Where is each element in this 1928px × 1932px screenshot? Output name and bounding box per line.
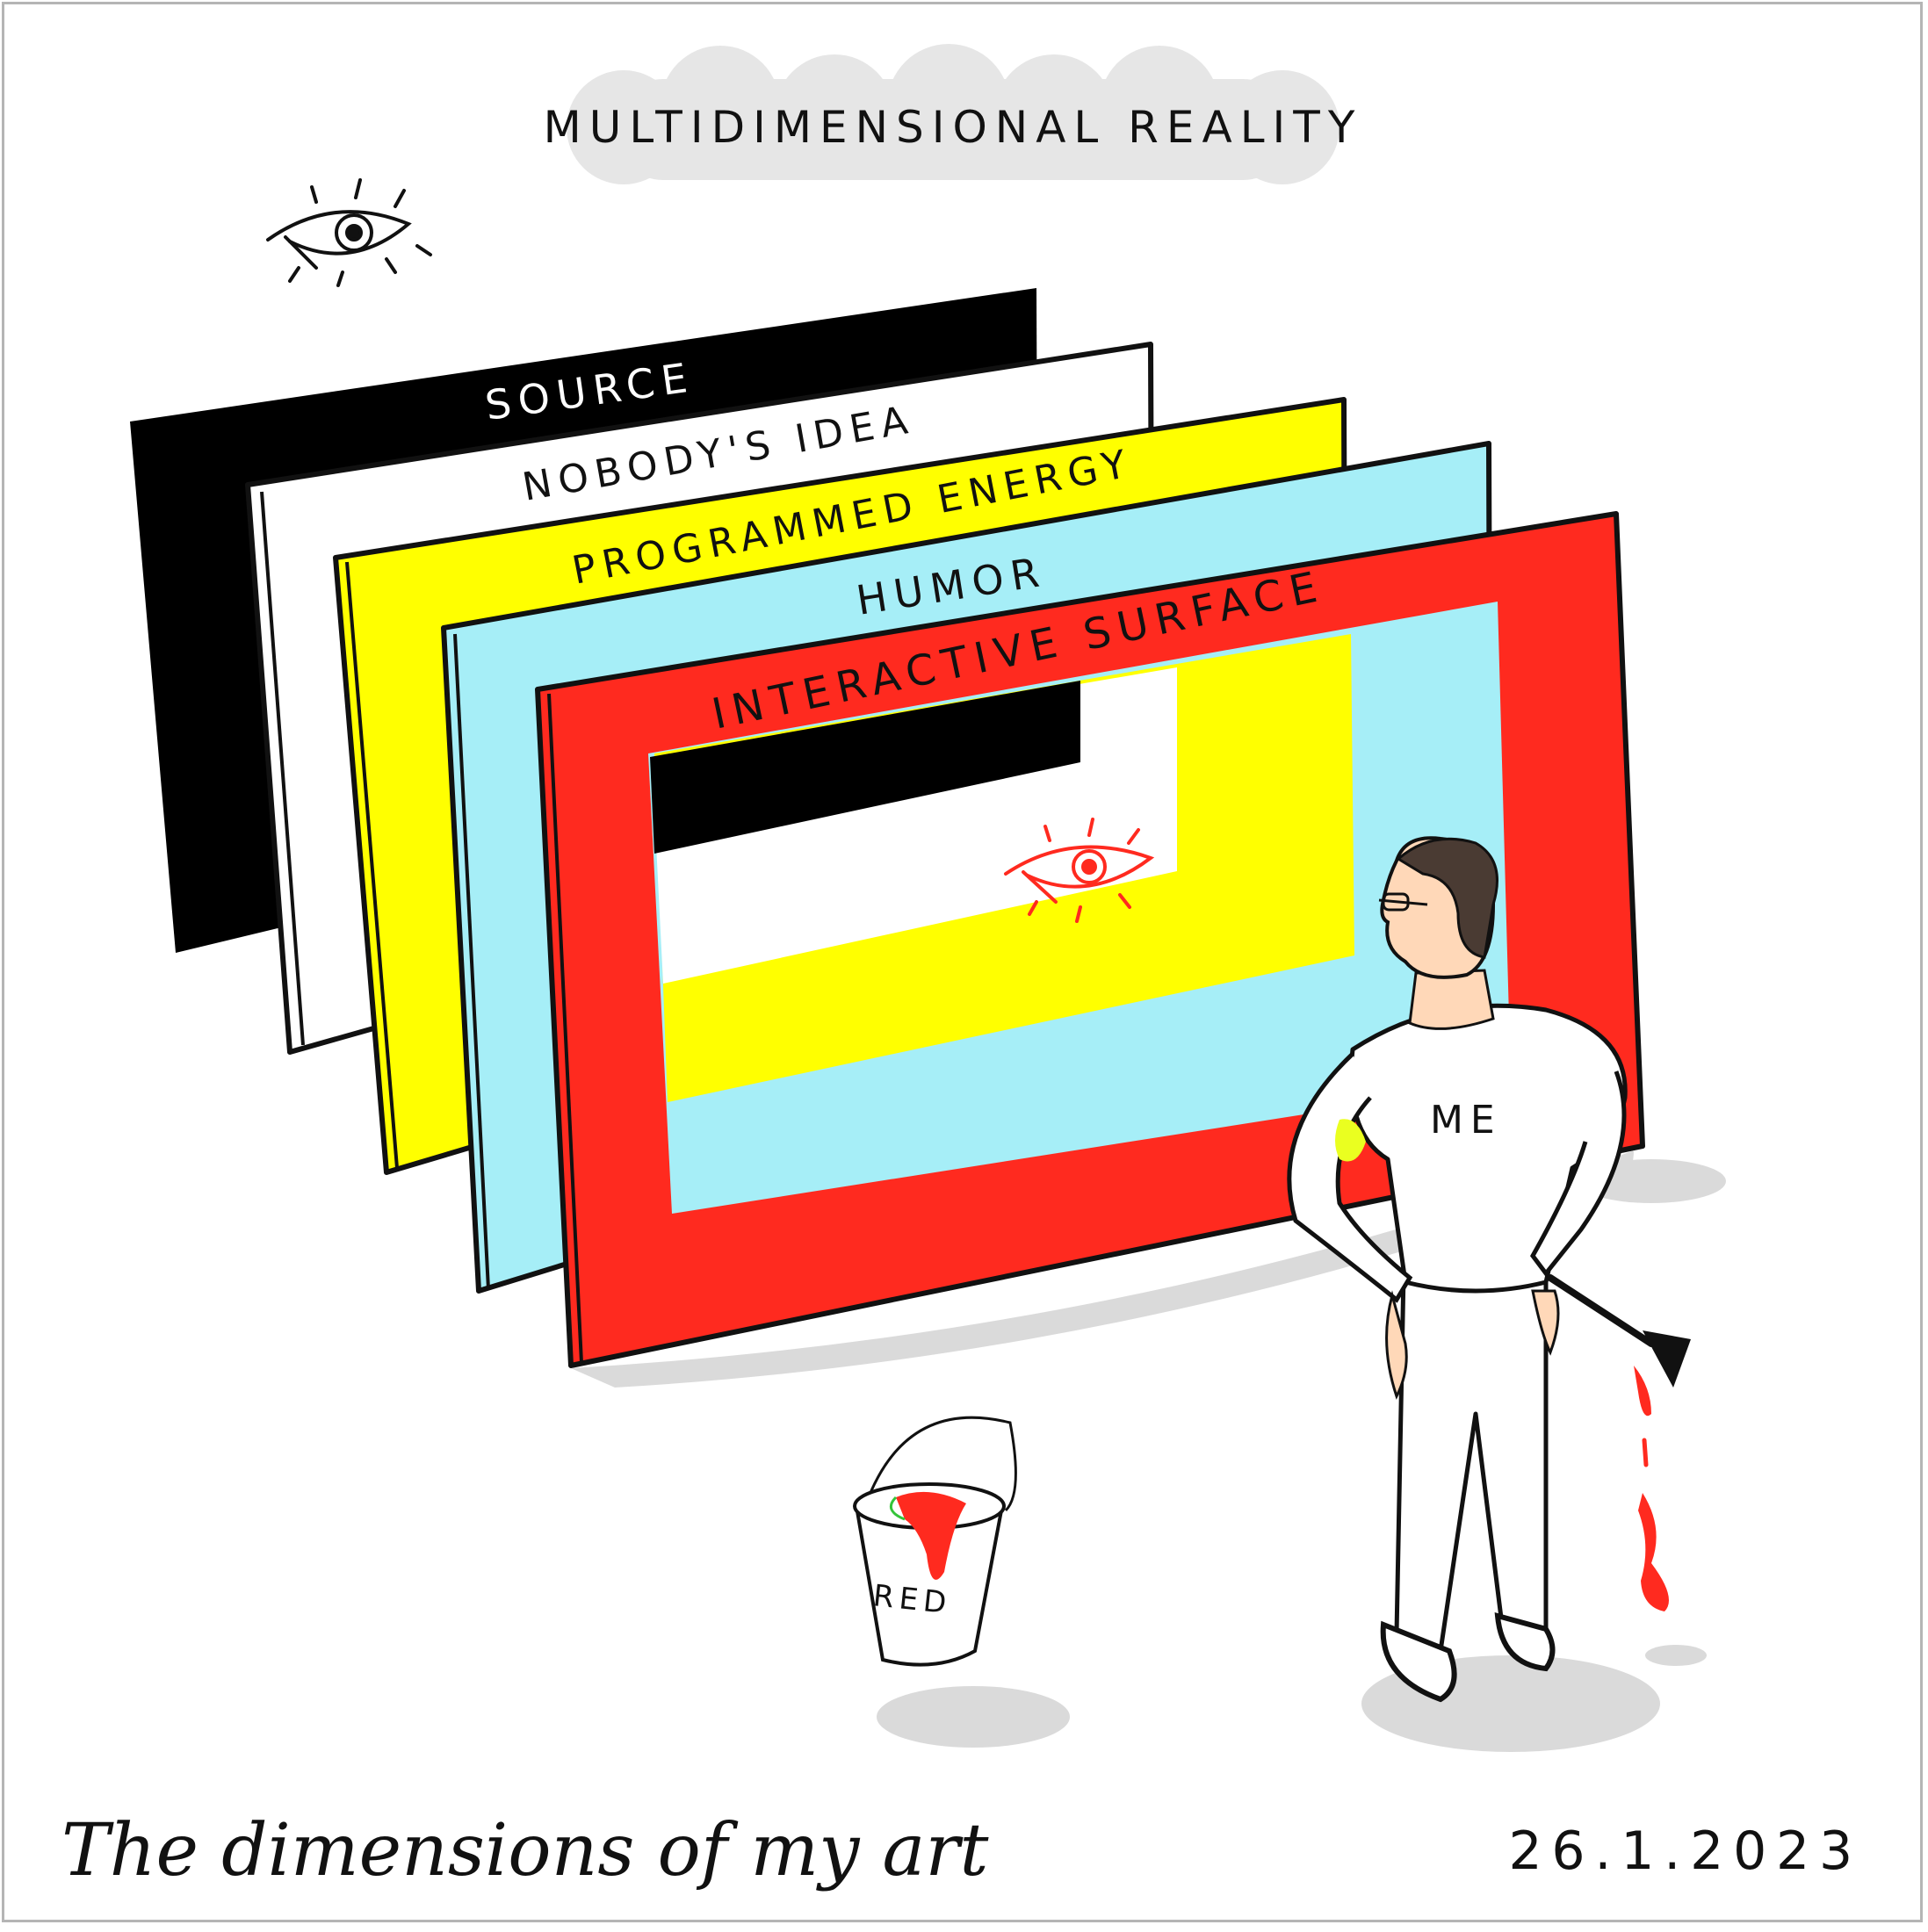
title-bubble: MULTIDIMENSIONAL REALITY: [544, 44, 1363, 184]
eye-icon: [266, 178, 432, 287]
artist-figure: ME: [1287, 836, 1628, 1703]
caption: The dimensions of my art: [61, 1809, 990, 1892]
shirt-text: ME: [1430, 1098, 1502, 1143]
paint-bucket-icon: RED: [853, 1416, 1017, 1667]
layer-interactive-surface: INTERACTIVE SURFACE: [535, 511, 1645, 1368]
bucket-label: RED: [871, 1578, 953, 1621]
date: 26.1.2023: [1508, 1820, 1862, 1882]
paint-brush-icon: [1547, 1274, 1691, 1611]
page-title: MULTIDIMENSIONAL REALITY: [544, 102, 1363, 153]
eye-icon: [1004, 818, 1155, 923]
